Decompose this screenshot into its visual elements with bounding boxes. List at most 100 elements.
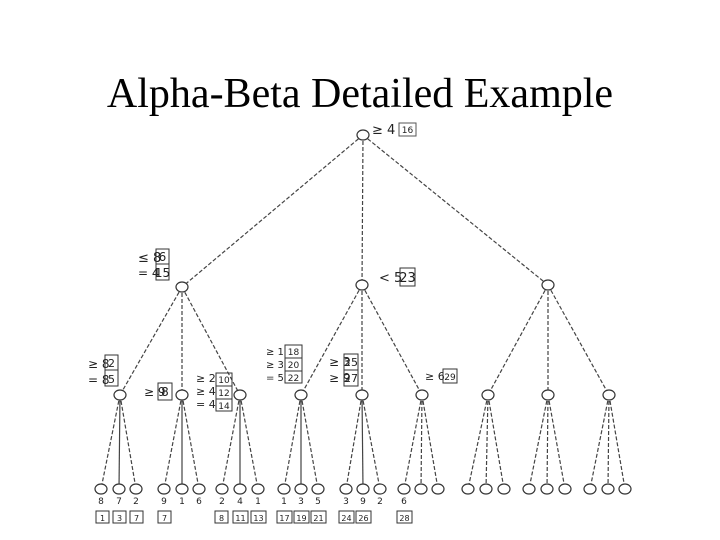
tree-edge [547,284,610,396]
tree-edge [300,394,319,490]
n5-order-1: 25 [344,356,358,369]
tree-edge [181,286,241,396]
leaf-node [373,483,387,495]
leaf-value: 1 [281,497,287,507]
level2-node [415,389,429,401]
n5-bound-2: ≥ 9 [329,371,351,385]
tree-edge [163,394,183,490]
root-order-number: 16 [402,126,414,136]
root-order-box [398,122,417,137]
leaf-node [112,483,126,495]
tree-nodes [94,129,632,495]
tree-edge [361,284,423,396]
tree-edge [421,394,439,490]
n4-order-3: 22 [288,374,299,384]
n1-bound-2: = 8 [88,373,110,387]
leaf-value: 3 [343,497,349,507]
leaf-order: 3 [117,514,122,523]
n4-order-1: 18 [288,348,300,358]
leaf-order: 28 [399,514,409,523]
leaf-order: 11 [235,514,245,523]
leaf-order: 26 [358,514,368,523]
leaf-node [251,483,265,495]
leaf-order: 24 [341,514,351,523]
leaf-node [157,483,171,495]
leaf-node [356,483,370,495]
n2-order-1: 8 [161,385,169,399]
tree-edge [118,394,121,490]
leaf-node [215,483,229,495]
root-bound-label: ≥ 4 [372,123,395,138]
leaf-value: 3 [298,497,304,507]
leaf-order: 8 [219,514,224,523]
l1-left-bound-1: ≤ 8 [138,251,161,266]
l1-left-order-1: 6 [159,250,167,264]
level1-node [175,281,189,293]
leaf-value: 2 [377,497,383,507]
leaf-order: 19 [296,514,306,523]
l1-mid-bound-label: < 5 [379,271,402,286]
n3-order-2: 12 [218,389,229,399]
tree-edge [608,394,626,490]
leaf-orders: 1 3 7 7 8 11 13 17 19 21 24 26 28 [95,510,413,524]
level2-node [113,389,127,401]
tree-edge [485,394,489,490]
leaf-node [497,483,511,495]
leaf-node [192,483,206,495]
tree-edge [119,394,137,490]
n3-bound-2: ≥ 4 [196,385,216,398]
leaf-order: 17 [279,514,289,523]
leaf-value: 5 [315,497,321,507]
leaf-value: 2 [133,497,139,507]
leaf-node [479,483,493,495]
tree-edge [345,394,363,490]
tree-edge [607,394,610,490]
leaf-node [397,483,411,495]
tree-edge [546,394,549,490]
leaf-order: 7 [134,514,139,523]
leaf-order: 13 [253,514,263,523]
tree-edge [221,394,241,490]
leaf-value: 9 [161,497,167,507]
level2-node [541,389,555,401]
leaf-order: 21 [313,514,323,523]
leaf-node [522,483,536,495]
leaf-value: 7 [116,497,122,507]
n5-bound-1: ≥ 3 [329,355,351,369]
level1-node [355,279,369,291]
n4-bound-3: = 5 [266,373,284,384]
leaf-values: 8 7 2 9 1 6 2 4 1 1 3 5 3 9 2 6 [98,497,407,507]
n2-bound-1: ≥ 9 [144,385,166,399]
leaf-node [540,483,554,495]
tree-edge [361,394,381,490]
n1-order-1: 2 [108,357,115,370]
leaf-value: 6 [401,497,407,507]
leaf-value: 1 [179,497,185,507]
leaf-node [94,483,108,495]
n3-order-1: 10 [218,376,230,386]
leaf-node [414,483,428,495]
tree-edge [300,284,363,396]
tree-edge [420,394,423,490]
leaf-node [233,483,247,495]
leaf-order: 1 [100,514,105,523]
tree-edge [181,394,200,490]
n4-bound-2: ≥ 3 [266,360,284,371]
leaf-value: 2 [219,497,225,507]
n3-bound-3: = 4 [196,398,216,411]
n1-order-2: 5 [108,373,115,386]
level1-node [541,279,555,291]
tree-edge [239,394,259,490]
leaf-node [294,483,308,495]
level2-node [175,389,189,401]
l1-left-order-2: 15 [155,266,170,280]
leaf-value: 8 [98,497,104,507]
tree-edge [528,394,549,490]
leaf-node [175,483,189,495]
leaf-node [601,483,615,495]
leaf-value: 4 [237,497,243,507]
tree-edge [361,394,364,490]
n1-bound-1: ≥ 8 [88,357,110,371]
level2-node [481,389,495,401]
n4-order-2: 20 [288,361,300,371]
